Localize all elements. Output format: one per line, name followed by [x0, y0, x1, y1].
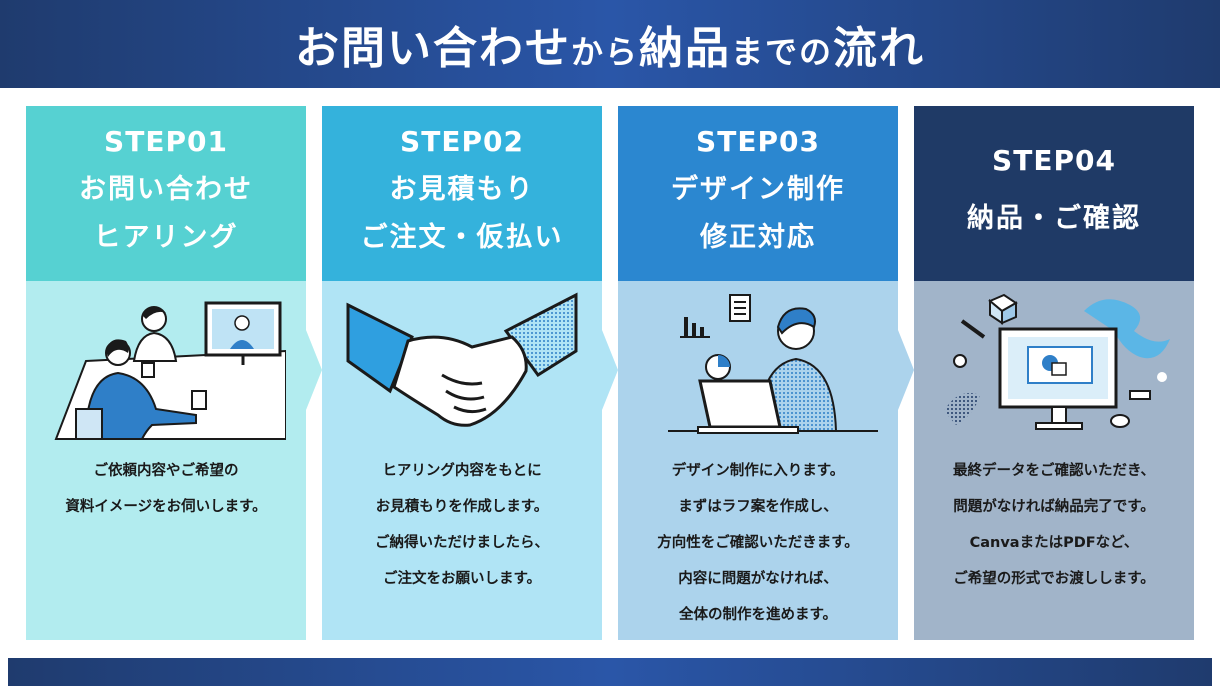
step-title-4-line1: 納品・ご確認 — [967, 203, 1141, 234]
step-label-3: STEP03 — [696, 125, 820, 158]
step-desc-3-line4: 内容に問題がなければ、 — [678, 571, 838, 587]
step-desc-3-line3: 方向性をご確認いただきます。 — [657, 535, 859, 551]
step-title-2: お見積もり ご注文・仮払い — [361, 166, 564, 262]
step-desc-4-line2: 問題がなければ納品完了です。 — [953, 499, 1155, 515]
creative-monitor-illustration — [944, 293, 1170, 430]
step-label-1: STEP01 — [104, 125, 228, 158]
step-header-1: STEP01 お問い合わせ ヒアリング — [26, 106, 306, 281]
step-title-2-line1: お見積もり — [389, 174, 535, 205]
step-title-1-line1: お問い合わせ — [79, 174, 253, 205]
step-header-4: STEP04 納品・ご確認 — [914, 106, 1194, 281]
step-desc-2-line2: お見積もりを作成します。 — [375, 499, 549, 515]
arrow-icon — [306, 330, 322, 410]
step-card-1: STEP01 お問い合わせ ヒアリング — [26, 106, 306, 640]
step-desc-2-line4: ご注文をお願いします。 — [382, 571, 542, 587]
step-desc-1: ご依頼内容やご希望の 資料イメージをお伺いします。 — [26, 453, 306, 525]
step-desc-1-line1: ご依頼内容やご希望の — [93, 463, 239, 479]
step-desc-2-line1: ヒアリング内容をもとに — [382, 463, 542, 479]
step-title-4: 納品・ご確認 — [967, 195, 1141, 243]
title-flow: 流れ — [833, 23, 926, 74]
step-card-2: STEP02 お見積もり ご注文・仮払い ヒアリング内容をもとに お見積もりを — [322, 106, 602, 640]
page-title: お問い合わせから納品までの流れ — [295, 12, 925, 76]
title-delivery: 納品 — [639, 23, 731, 74]
step-title-3-line1: デザイン制作 — [671, 174, 845, 205]
step-desc-3-line5: 全体の制作を進めます。 — [678, 607, 838, 623]
step-desc-3: デザイン制作に入ります。 まずはラフ案を作成し、 方向性をご確認いただきます。 … — [618, 453, 898, 633]
step-card-3: STEP03 デザイン制作 修正対応 — [618, 106, 898, 640]
step-title-2-line2: ご注文・仮払い — [360, 222, 564, 253]
title-until: までの — [731, 33, 834, 71]
footer-banner — [8, 658, 1212, 686]
step-title-3: デザイン制作 修正対応 — [671, 166, 845, 262]
arrow-icon — [898, 330, 914, 410]
step-desc-3-line1: デザイン制作に入ります。 — [671, 463, 845, 479]
arrow-icon — [602, 330, 618, 410]
step-desc-2: ヒアリング内容をもとに お見積もりを作成します。 ご納得いただけましたら、 ご注… — [322, 453, 602, 597]
step-body-1: ご依頼内容やご希望の 資料イメージをお伺いします。 — [26, 281, 306, 640]
step-body-2: ヒアリング内容をもとに お見積もりを作成します。 ご納得いただけましたら、 ご注… — [322, 281, 602, 640]
step-desc-4-line4: ご希望の形式でお渡しします。 — [953, 571, 1155, 587]
step-header-2: STEP02 お見積もり ご注文・仮払い — [322, 106, 602, 281]
step-desc-3-line2: まずはラフ案を作成し、 — [678, 499, 838, 515]
step-desc-4: 最終データをご確認いただき、 問題がなければ納品完了です。 CanvaまたはPD… — [914, 453, 1194, 597]
step-body-4: 最終データをご確認いただき、 問題がなければ納品完了です。 CanvaまたはPD… — [914, 281, 1194, 640]
step-label-2: STEP02 — [400, 125, 524, 158]
step-title-1: お問い合わせ ヒアリング — [79, 166, 253, 262]
step-desc-4-line1: 最終データをご確認いただき、 — [953, 463, 1155, 479]
step-body-3: デザイン制作に入ります。 まずはラフ案を作成し、 方向性をご確認いただきます。 … — [618, 281, 898, 640]
step-desc-4-line3: CanvaまたはPDFなど、 — [969, 535, 1139, 551]
header-banner: お問い合わせから納品までの流れ — [0, 0, 1220, 88]
step-card-4: STEP04 納品・ご確認 — [914, 106, 1194, 640]
designer-at-laptop-illustration — [668, 294, 878, 434]
step-title-3-line2: 修正対応 — [700, 222, 816, 253]
step-desc-2-line3: ご納得いただけましたら、 — [375, 535, 549, 551]
step-desc-1-line2: 資料イメージをお伺いします。 — [65, 499, 267, 515]
video-meeting-illustration — [54, 301, 286, 440]
handshake-illustration — [346, 292, 578, 427]
step-title-1-line2: ヒアリング — [93, 222, 239, 253]
title-from: から — [570, 33, 639, 71]
step-label-4: STEP04 — [992, 144, 1116, 177]
step-header-3: STEP03 デザイン制作 修正対応 — [618, 106, 898, 281]
title-inquiry: お問い合わせ — [294, 23, 571, 74]
